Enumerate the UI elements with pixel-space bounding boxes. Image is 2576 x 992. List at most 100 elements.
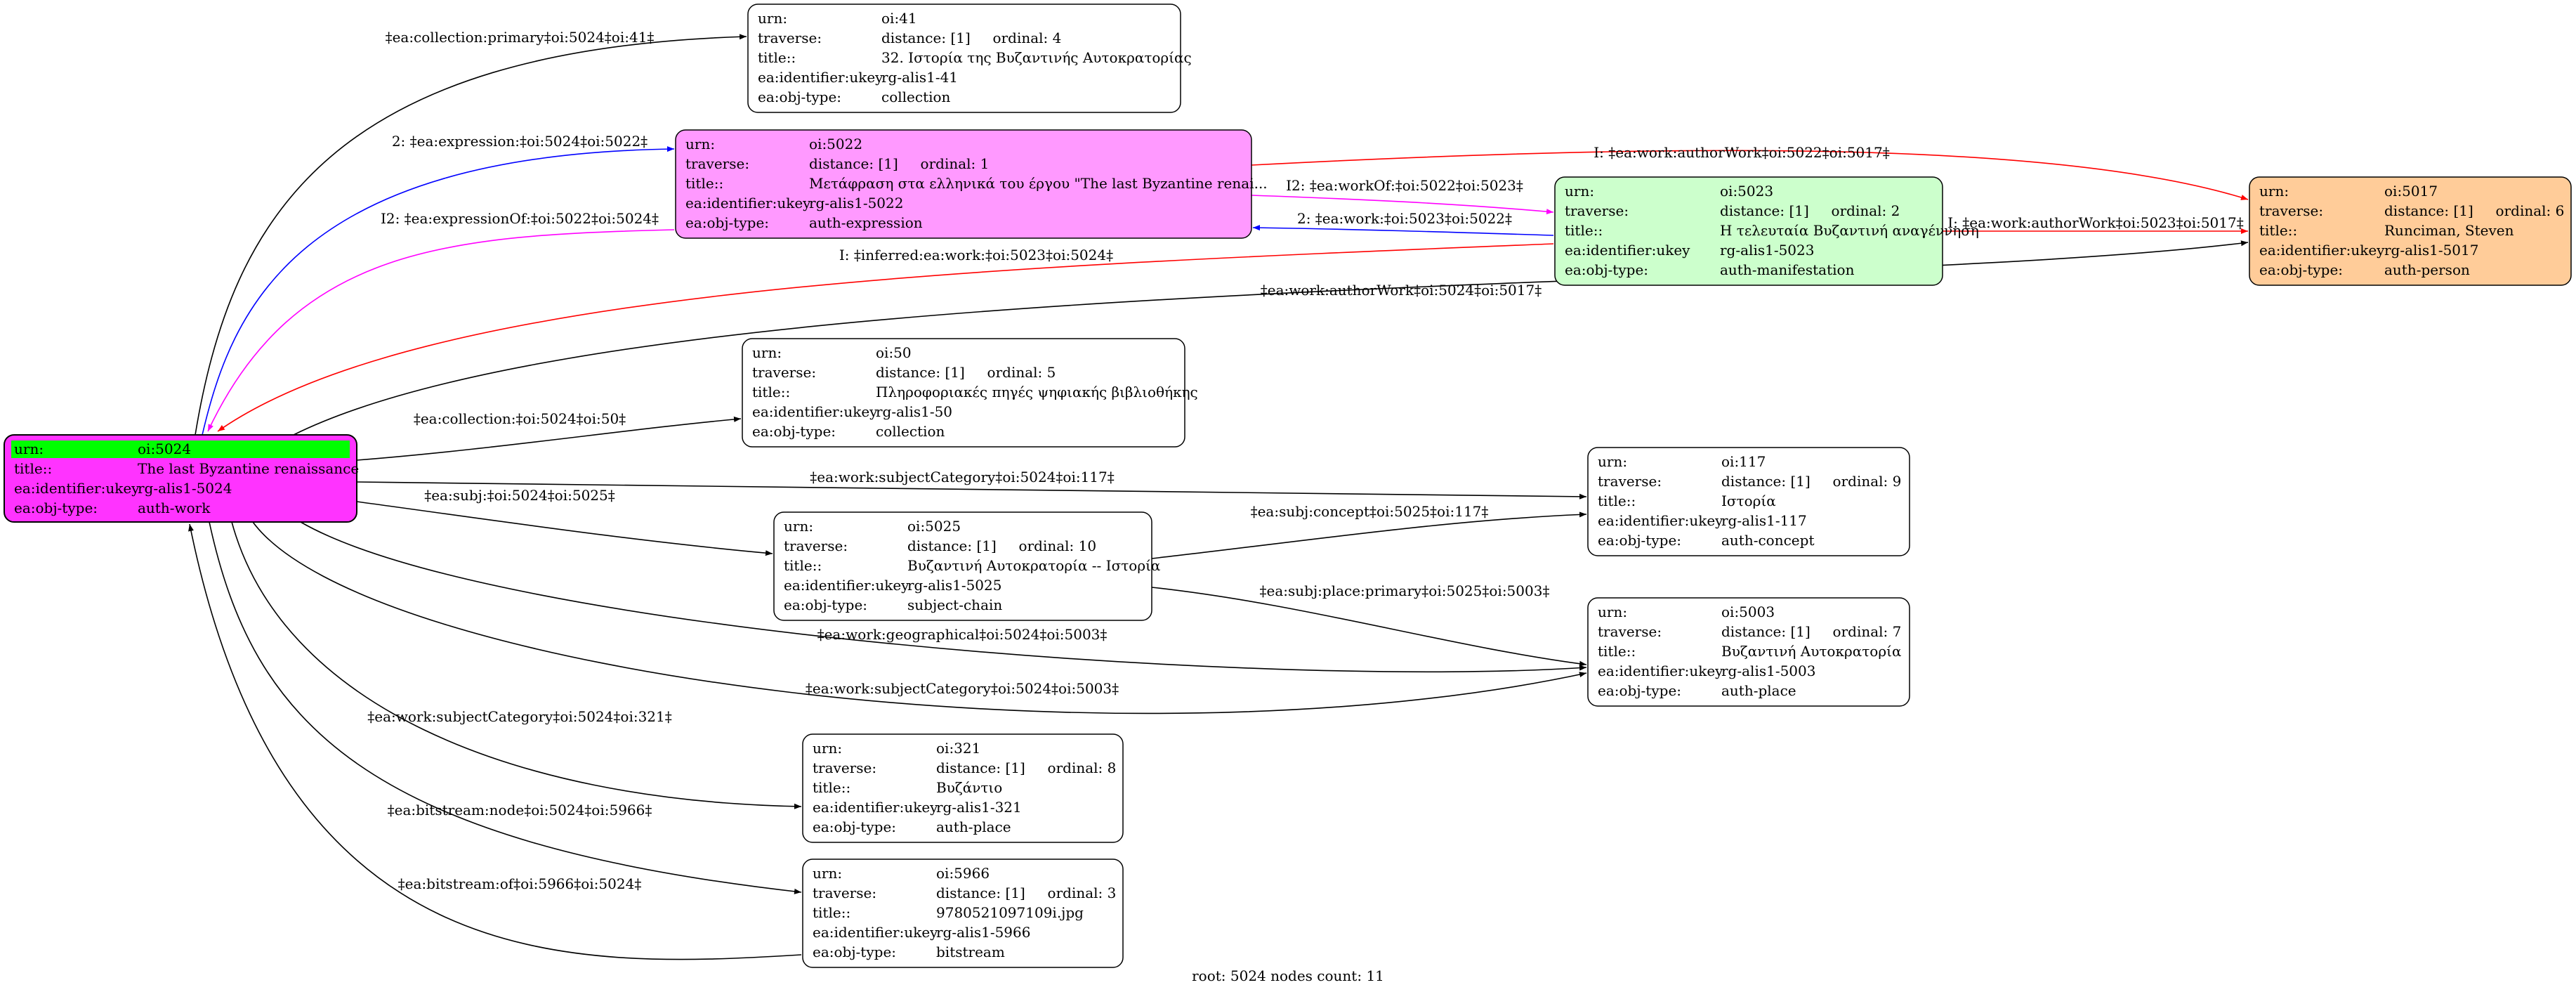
node-field-key: ea:obj-type:	[685, 214, 769, 231]
node-field-key: traverse:	[758, 30, 822, 46]
node-field-value: rg-alis1-321	[936, 799, 1022, 816]
node-field-value: distance: [1] ordinal: 5	[876, 364, 1056, 381]
node-field-value: auth-work	[138, 500, 211, 516]
node-field-key: title::	[685, 175, 723, 192]
node-field-value: collection	[876, 423, 945, 440]
edge-oi-5024-to-oi-5966	[209, 521, 802, 894]
node-field-key: ea:obj-type:	[784, 596, 867, 613]
node-field-key: ea:obj-type:	[14, 500, 98, 516]
edge-oi-5024-to-oi-5025	[356, 501, 773, 556]
edge-label: ‡ea:work:subjectCategory‡oi:5024‡oi:321‡	[367, 708, 672, 725]
node-field-key: ea:identifier:ukey	[784, 577, 909, 594]
node-field-key: urn:	[813, 865, 842, 882]
edge-label: ‡ea:bitstream:node‡oi:5024‡oi:5966‡	[388, 802, 652, 818]
node-field-value: Ιστορία	[1721, 492, 1776, 509]
node-field-value: rg-alis1-5023	[1720, 242, 1814, 259]
edge-oi-5022-to-oi-5023	[1251, 195, 1554, 215]
node-field-value: Μετάφραση στα ελληνικά του έργου "The la…	[809, 175, 1268, 192]
node-box	[1587, 447, 1910, 556]
node-field-key: title::	[752, 384, 790, 400]
edge-label: ‡ea:work:authorWork‡oi:5024‡oi:5017‡	[1261, 282, 1542, 299]
node-field-key: ea:identifier:ukey	[813, 924, 938, 941]
node-field-key: ea:identifier:ukey	[1598, 663, 1723, 679]
edge-label: ‡ea:collection:primary‡oi:5024‡oi:41‡	[386, 29, 655, 46]
node-field-value: auth-concept	[1721, 532, 1814, 549]
node-field-key: traverse:	[2259, 202, 2323, 219]
edge-label: ‡ea:subj:place:primary‡oi:5025‡oi:5003‡	[1260, 582, 1550, 599]
node-field-value: oi:5025	[907, 518, 961, 535]
node-field-key: ea:obj-type:	[758, 89, 841, 105]
node-field-key: urn:	[1598, 453, 1627, 470]
node-field-value: Runciman, Steven	[2384, 222, 2514, 239]
edge-oi-5023-to-oi-5024	[217, 243, 1554, 432]
node-field-key: traverse:	[1598, 623, 1662, 640]
node-field-key: urn:	[784, 518, 813, 535]
node-field-value: collection	[881, 89, 951, 105]
node-field-value: auth-place	[936, 818, 1011, 835]
edge-oi-5022-to-oi-5024	[207, 229, 675, 432]
node-field-value: oi:5022	[809, 136, 862, 152]
edge-oi-5023-to-oi-5022	[1252, 225, 1554, 236]
node-field-value: oi:117	[1721, 453, 1766, 470]
node-field-value: The last Byzantine renaissance	[138, 460, 359, 477]
edge-oi-5024-to-oi-5003	[252, 521, 1587, 714]
node-field-key: ea:obj-type:	[2259, 261, 2343, 278]
node-field-value: oi:5966	[936, 865, 990, 882]
node-field-value: subject-chain	[907, 596, 1002, 613]
node-field-value: rg-alis1-41	[881, 69, 958, 86]
edge-oi-5024-to-oi-5003	[300, 521, 1587, 673]
node-box	[802, 733, 1124, 843]
root-urn-highlight	[11, 440, 350, 458]
edge-label: ‡ea:subj:‡oi:5024‡oi:5025‡	[424, 487, 615, 504]
node-field-value: oi:41	[881, 10, 917, 27]
node-field-value: auth-expression	[809, 214, 923, 231]
node-field-value: distance: [1] ordinal: 3	[936, 885, 1116, 901]
node-field-key: ea:obj-type:	[1565, 261, 1648, 278]
node-field-key: traverse:	[1598, 473, 1662, 490]
node-field-value: Βυζαντινή Αυτοκρατορία -- Ιστορία	[907, 557, 1160, 574]
node-field-key: traverse:	[685, 155, 749, 172]
node-field-value: Πληροφοριακές πηγές ψηφιακής βιβλιοθήκης	[876, 384, 1198, 400]
node-field-key: title::	[1598, 643, 1636, 660]
node-field-key: title::	[2259, 222, 2297, 239]
node-field-key: title::	[14, 460, 52, 477]
edge-label: I2: ‡ea:workOf:‡oi:5022‡oi:5023‡	[1286, 177, 1523, 194]
node-field-value: rg-alis1-117	[1721, 512, 1807, 529]
node-box	[773, 511, 1152, 621]
node-field-key: ea:identifier:ukey	[685, 195, 811, 211]
node-field-key: ea:obj-type:	[752, 423, 836, 440]
node-field-key: urn:	[758, 10, 787, 27]
node-field-value: rg-alis1-5024	[138, 480, 232, 497]
edge-oi-5025-to-oi-117	[1151, 511, 1587, 559]
edge-label: ‡ea:work:subjectCategory‡oi:5024‡oi:5003…	[806, 680, 1119, 697]
node-field-value: distance: [1] ordinal: 6	[2384, 202, 2564, 219]
node-field-key: ea:identifier:ukey	[813, 799, 938, 816]
node-field-value: auth-manifestation	[1720, 261, 1855, 278]
node-field-value: distance: [1] ordinal: 1	[809, 155, 989, 172]
edge-oi-5024-to-oi-321	[231, 521, 802, 809]
node-field-key: title::	[813, 779, 850, 796]
node-field-key: ea:obj-type:	[813, 944, 896, 960]
edge-oi-5022-to-oi-5017	[1251, 150, 2249, 200]
node-field-value: distance: [1] ordinal: 10	[907, 537, 1096, 554]
node-field-key: urn:	[1565, 183, 1594, 200]
node-field-value: rg-alis1-5025	[907, 577, 1001, 594]
node-field-key: traverse:	[752, 364, 816, 381]
edge-label: ‡ea:bitstream:of‡oi:5966‡oi:5024‡	[398, 875, 642, 892]
node-box	[1587, 597, 1910, 707]
edge-oi-5024-to-oi-50	[356, 416, 742, 461]
node-field-value: auth-place	[1721, 682, 1796, 699]
node-field-key: title::	[1598, 492, 1636, 509]
graph-caption: root: 5024 nodes count: 11	[1192, 967, 1384, 984]
